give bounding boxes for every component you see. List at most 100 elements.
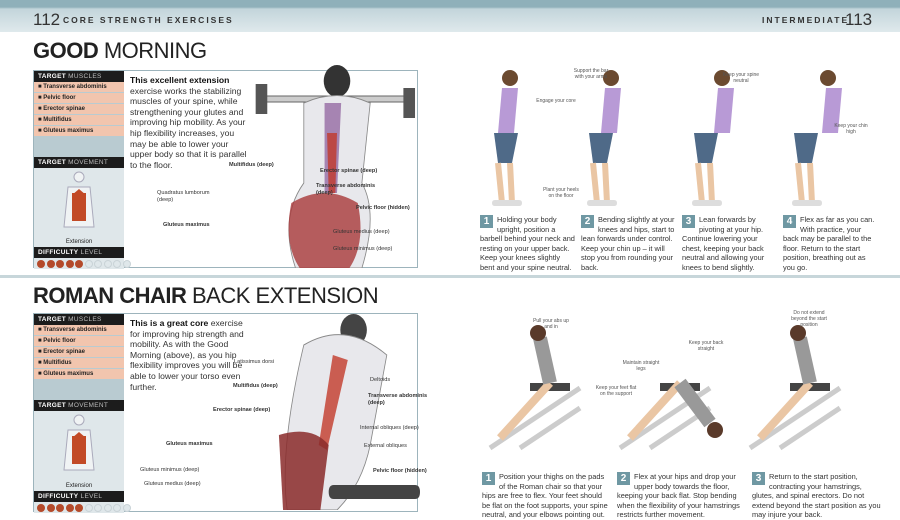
page-header: 112 CORE STRENGTH EXERCISES INTERMEDIATE… <box>0 0 900 32</box>
difficulty-dot <box>94 260 102 268</box>
muscle-label: Gluteus maximus <box>166 441 213 447</box>
right-page-number: 113 <box>845 10 873 29</box>
muscle-label: Latissimus dorsi <box>234 359 275 365</box>
muscle-label: Erector spinae (deep) <box>213 407 271 413</box>
callout-label: Keep your chin high <box>834 123 868 135</box>
difficulty-dot <box>84 260 93 268</box>
muscle-item: ■ Transverse abdominis <box>34 82 124 93</box>
muscle-item: ■ Erector spinae <box>34 347 124 358</box>
callout-label: Keep your spine neutral <box>722 72 760 84</box>
exercise-title: ROMAN CHAIR BACK EXTENSION <box>33 283 379 309</box>
difficulty-rating <box>37 504 131 512</box>
muscle-label: Multifidus (deep) <box>229 162 274 168</box>
muscle-label: Gluteus maximus <box>163 222 210 228</box>
heading-bold: TARGET <box>38 402 67 409</box>
heading-rest: LEVEL <box>78 493 103 500</box>
difficulty-dot <box>46 504 55 512</box>
bullet-icon: ■ <box>38 338 44 344</box>
target-muscles-heading: TARGET MUSCLES <box>34 71 124 82</box>
bullet-icon: ■ <box>38 84 44 90</box>
difficulty-dot <box>113 260 121 268</box>
muscle-name: Erector spinae <box>43 349 85 355</box>
bullet-icon: ■ <box>38 327 44 333</box>
right-section-title: INTERMEDIATE <box>762 15 850 25</box>
title-bold: GOOD <box>33 38 99 63</box>
muscle-label: Multifidus (deep) <box>233 383 278 389</box>
heading-bold: TARGET <box>38 316 67 323</box>
difficulty-dot <box>103 504 112 512</box>
difficulty-dot <box>65 504 74 512</box>
difficulty-dot <box>56 504 64 512</box>
difficulty-dot <box>65 260 74 268</box>
muscle-label: Pelvic floor (hidden) <box>373 468 427 474</box>
callout-label: Pull your abs up and in <box>533 318 569 330</box>
muscle-item: ■ Multifidus <box>34 115 124 126</box>
step-number: 3 <box>752 472 765 485</box>
step-number: 4 <box>783 215 796 228</box>
muscle-name: Multifidus <box>43 360 72 366</box>
muscle-name: Transverse abdominis <box>43 327 107 333</box>
muscle-label: Internal obliques (deep) <box>360 425 419 431</box>
title-rest: MORNING <box>98 38 207 63</box>
intro-bold: This is a great core <box>130 318 209 328</box>
heading-bold: TARGET <box>38 73 67 80</box>
difficulty-heading: DIFFICULTY LEVEL <box>34 491 124 502</box>
step-text: Holding your body upright, position a ba… <box>480 215 575 272</box>
muscle-label: Transverse abdominis (deep) <box>368 393 428 406</box>
difficulty-heading: DIFFICULTY LEVEL <box>34 247 124 258</box>
step-number: 1 <box>482 472 495 485</box>
muscle-label: Quadratus lumborum (deep) <box>157 190 210 203</box>
intro-body: exercise for improving hip strength and … <box>130 318 244 392</box>
heading-bold: TARGET <box>38 159 67 166</box>
muscle-name: Pelvic floor <box>43 95 76 101</box>
heading-rest: MUSCLES <box>66 73 102 80</box>
muscle-label: Erector spinae (deep) <box>320 168 378 174</box>
muscle-label: External obliques <box>364 443 407 449</box>
bullet-icon: ■ <box>38 117 44 123</box>
step-text: Return to the start position, contractin… <box>752 472 881 520</box>
step-number: 2 <box>617 472 630 485</box>
movement-label: Extension <box>65 483 93 489</box>
heading-rest: MOVEMENT <box>66 402 109 409</box>
title-bold: ROMAN CHAIR <box>33 283 187 308</box>
bullet-icon: ■ <box>38 128 44 134</box>
bullet-icon: ■ <box>38 371 44 377</box>
bullet-icon: ■ <box>38 360 44 366</box>
muscle-label: Gluteus medius (deep) <box>144 481 201 487</box>
muscle-label: Transverse abdominis (deep) <box>316 183 376 196</box>
left-page-number: 112 <box>33 10 61 29</box>
difficulty-dot <box>75 504 83 512</box>
bullet-icon: ■ <box>38 106 44 112</box>
difficulty-dot <box>37 260 45 268</box>
bullet-icon: ■ <box>38 349 44 355</box>
title-rest: BACK EXTENSION <box>186 283 379 308</box>
intro-text: This excellent extension exercise works … <box>130 75 250 170</box>
difficulty-dot <box>46 260 55 268</box>
callout-label: Plant your heels on the floor <box>543 187 579 199</box>
muscle-name: Transverse abdominis <box>43 84 107 90</box>
target-movement-heading: TARGET MOVEMENT <box>34 400 124 411</box>
muscle-name: Multifidus <box>43 117 72 123</box>
heading-bold: DIFFICULTY <box>38 249 79 256</box>
step-text: Flex at your hips and drop your upper bo… <box>617 472 740 520</box>
callout-label: Keep your back straight <box>688 340 724 352</box>
difficulty-dot <box>103 260 112 268</box>
muscle-name: Pelvic floor <box>43 338 76 344</box>
callout-label: Support the bar with your arms <box>573 68 609 80</box>
step-text: Position your thighs on the pads of the … <box>482 472 608 520</box>
info-sidebar: TARGET MUSCLES■ Transverse abdominis■ Pe… <box>34 71 131 269</box>
difficulty-dot <box>37 504 45 512</box>
step-text: Bending slightly at your knees and hips,… <box>581 215 675 272</box>
movement-label: Extension <box>65 239 93 245</box>
info-sidebar: TARGET MUSCLES■ Transverse abdominis■ Pe… <box>34 314 131 513</box>
heading-rest: LEVEL <box>78 249 103 256</box>
bullet-icon: ■ <box>38 95 44 101</box>
difficulty-dot <box>75 260 83 268</box>
